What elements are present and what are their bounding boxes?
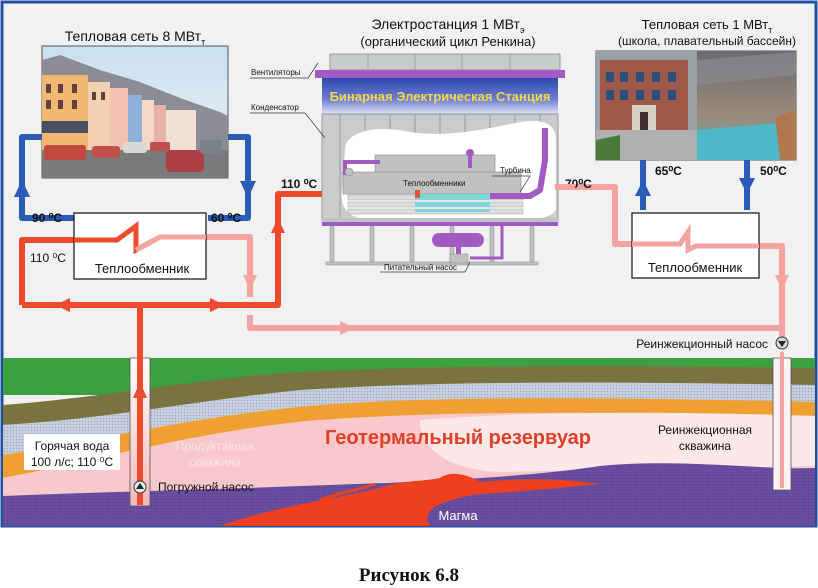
arrow-up-right-supply <box>635 180 651 196</box>
arrow-down-left-return <box>240 181 256 198</box>
right-exchanger-label: Теплообменник <box>648 260 743 275</box>
station-callouts <box>250 62 531 273</box>
callout-condenser: Конденсатор <box>251 103 299 112</box>
arrow-right-hot <box>210 298 225 312</box>
hot-water-line-1: Горячая вода <box>35 439 110 453</box>
reinjection-pump-label: Реинжекционный насос <box>636 337 768 351</box>
station-header-label: Бинарная Электрическая Станция <box>330 89 551 104</box>
hot-water-label-box <box>24 434 120 470</box>
fans-unit <box>329 53 561 71</box>
binary-power-station <box>315 53 565 266</box>
submersible-pump-icon <box>133 480 147 494</box>
reservoir-label: Геотермальный резервуар <box>325 427 591 449</box>
right-heat-exchanger <box>631 212 760 279</box>
station-inlet-temp: 110 ⁰C <box>281 177 318 191</box>
school-and-pool-photo <box>595 50 797 161</box>
callout-fans: Вентиляторы <box>251 68 301 77</box>
right-network-title: Тепловая сеть 1 МВтт <box>642 17 773 35</box>
left-network-title: Тепловая сеть 8 МВтт <box>65 28 205 47</box>
feed-tank <box>432 233 484 247</box>
reinjection-well-line-1: Реинжекционная <box>658 423 752 437</box>
arrow-left-hot <box>55 298 70 312</box>
left-heat-exchanger <box>73 212 207 280</box>
right-supply-temp: 65⁰C <box>655 164 682 178</box>
callout-exchangers: Теплообменники <box>403 179 466 188</box>
purple-top-band <box>315 70 565 78</box>
left-exchanger-label: Теплообменник <box>95 261 190 276</box>
callout-feed-pump: Питательный насос <box>384 263 457 272</box>
turbine-unit <box>415 194 490 200</box>
magma-label: Магма <box>438 508 478 523</box>
left-return-temp: 60 ⁰C <box>211 211 241 225</box>
station-title: Электростанция 1 МВтэ <box>371 16 525 35</box>
geothermal-diagram: Теплообменник 90 ⁰C 60 ⁰C 110 ⁰C Теплова… <box>0 0 818 528</box>
left-supply <box>19 134 74 221</box>
ground-layers <box>3 358 815 526</box>
layer-reservoir-light <box>420 412 815 472</box>
layer-olive <box>3 366 815 425</box>
submersible-pump-label: Погружной насос <box>158 480 254 494</box>
arrow-down-right-exchanger-out <box>775 275 789 290</box>
left-inlet-temp: 110 ⁰C <box>30 251 66 265</box>
right-network-subtitle: (школа, плавательный бассейн) <box>618 34 796 48</box>
reinjection-pump-icon <box>775 336 789 350</box>
station-header <box>322 78 558 114</box>
right-return-temp: 50⁰C <box>760 164 787 178</box>
arrow-right-reinjection <box>340 321 355 335</box>
arrow-down-warm-left <box>243 275 257 290</box>
production-well-line-2: скважина <box>189 455 242 469</box>
callout-turbine: Турбина <box>500 166 531 175</box>
arrow-up-left-supply <box>14 180 30 197</box>
figure-caption: Рисунок 6.8 <box>358 565 460 586</box>
station-subtitle: (органический цикл Ренкина) <box>360 34 535 49</box>
arrow-up-station <box>271 218 285 233</box>
arrow-down-right-return <box>739 178 755 194</box>
production-well-line-1: Продуктивная <box>176 439 254 453</box>
layer-sand <box>3 398 815 478</box>
hot-main-loop <box>22 191 325 308</box>
arrow-up-production <box>133 382 147 398</box>
feed-pump <box>449 253 469 264</box>
left-supply-temp: 90 ⁰C <box>32 211 62 225</box>
hot-water-line-2: 100 л/с; 110 ⁰C <box>31 455 114 469</box>
town-street-photo <box>41 45 229 179</box>
reinjection-well-line-2: скважина <box>679 439 732 453</box>
